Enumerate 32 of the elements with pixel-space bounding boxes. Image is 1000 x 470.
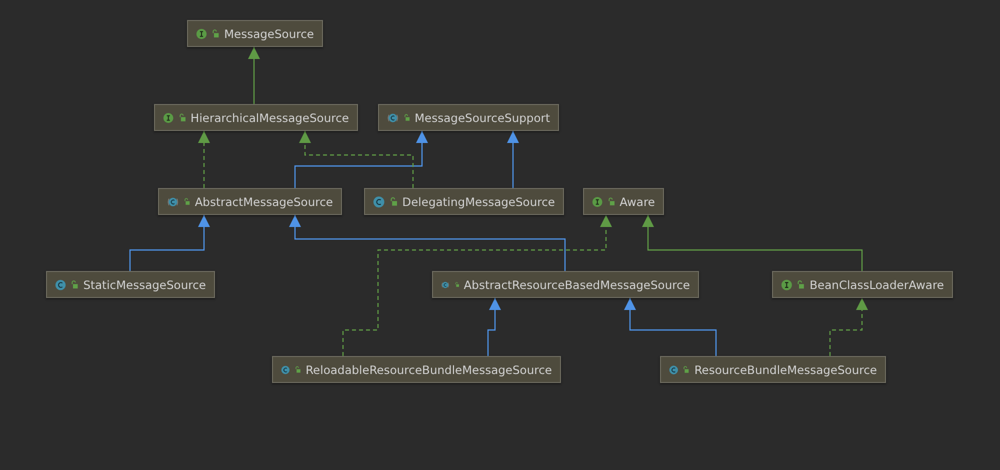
class-box <box>46 271 215 298</box>
class-name: ResourceBundleMessageSource <box>694 362 877 376</box>
inheritance-arrow <box>198 131 210 188</box>
class-name: DelegatingMessageSource <box>402 194 555 208</box>
class-name: BeanClassLoaderAware <box>810 278 944 292</box>
class-box <box>364 188 564 215</box>
class-name: MessageSource <box>224 26 314 40</box>
class-box <box>378 104 559 131</box>
class-box <box>272 356 561 383</box>
class-box <box>158 188 342 215</box>
inheritance-arrow <box>129 215 210 271</box>
class-name: MessageSourceSupport <box>414 110 550 124</box>
inheritance-arrow <box>289 215 566 271</box>
class-box <box>432 271 699 298</box>
class-name: AbstractMessageSource <box>194 194 333 208</box>
class-box <box>154 104 358 131</box>
inheritance-arrow <box>507 131 519 188</box>
inheritance-arrow <box>829 298 868 356</box>
class-box <box>660 356 886 383</box>
class-box <box>583 188 664 215</box>
inheritance-arrow <box>248 47 260 104</box>
class-name: HierarchicalMessageSource <box>190 110 349 124</box>
inheritance-arrow <box>642 215 863 271</box>
inheritance-arrow <box>487 298 501 356</box>
inheritance-arrow <box>342 215 612 356</box>
class-name: Aware <box>620 194 655 208</box>
class-box <box>187 20 323 47</box>
class-name: ReloadableResourceBundleMessageSource <box>306 362 552 376</box>
inheritance-arrow <box>624 298 717 356</box>
class-box <box>772 271 953 298</box>
class-name: AbstractResourceBasedMessageSource <box>464 278 690 292</box>
class-name: StaticMessageSource <box>83 278 206 292</box>
